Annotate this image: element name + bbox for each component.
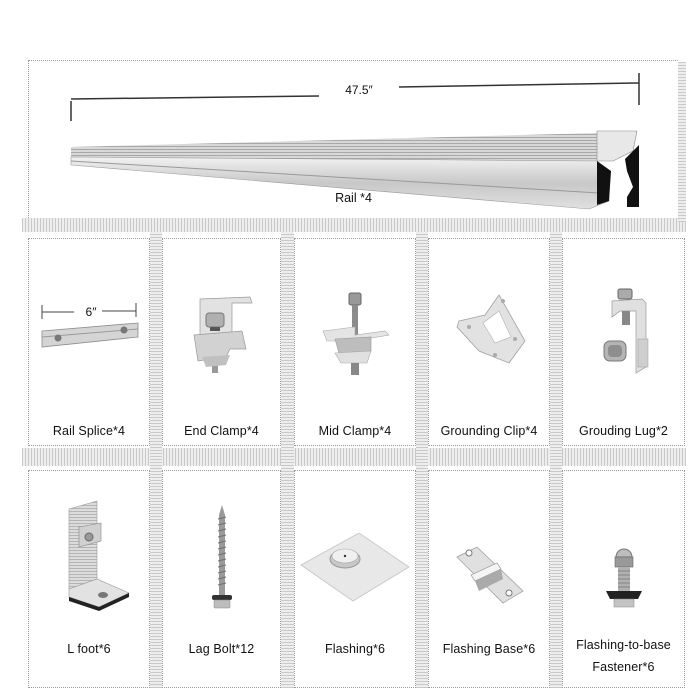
item-card-mid-clamp: Mid Clamp*4 [294, 238, 416, 446]
item-card-flashing: Flashing*6 [294, 470, 416, 688]
separator-band [22, 448, 686, 466]
item-label: Flashing-to-base [576, 638, 671, 652]
mid-clamp-icon [322, 292, 390, 375]
item-card-end-clamp: End Clamp*4 [162, 238, 281, 446]
item-label: Flashing*6 [324, 642, 386, 656]
item-card-grounding-clip: Grounding Clip*4 [428, 238, 550, 446]
flashing-base-icon [456, 546, 524, 604]
item-label: Lag Bolt*12 [188, 642, 255, 656]
item-label-line2: Fastener*6 [592, 660, 655, 674]
flashing-icon [300, 533, 410, 602]
item-label: Rail Splice*4 [52, 424, 126, 438]
dimension-line-icon [70, 73, 640, 121]
item-card-grounding-lug: Grouding Lug*2 [562, 238, 685, 446]
rail-label: Rail *4 [335, 191, 372, 205]
separator-band [22, 218, 686, 232]
rail-panel: 47.5″ Rail *4 [28, 60, 678, 218]
fastener-icon [605, 548, 642, 608]
item-card-rail-splice: 6″ Rail Splice*4 [28, 238, 150, 446]
item-label: Grounding Clip*4 [440, 424, 538, 438]
item-label: Mid Clamp*4 [318, 424, 392, 438]
item-label: L foot*6 [67, 642, 111, 656]
item-label: Flashing Base*6 [442, 642, 536, 656]
l-foot-icon [68, 500, 130, 611]
rail-dimension-label: 47.5″ [345, 83, 373, 97]
separator-band [416, 232, 428, 688]
separator-band [678, 62, 686, 222]
separator-band [281, 232, 294, 688]
item-label: End Clamp*4 [184, 424, 259, 438]
separator-band [550, 232, 562, 688]
lag-bolt-icon [211, 505, 232, 609]
item-card-l-foot: L foot*6 [28, 470, 150, 688]
rail-splice-dimension-label: 6″ [85, 305, 97, 319]
item-label: Grouding Lug*2 [579, 424, 668, 438]
rail-splice-icon [41, 303, 139, 348]
grounding-clip-icon [456, 294, 526, 364]
end-clamp-icon [193, 296, 252, 373]
aluminum-rail-icon [70, 130, 639, 210]
grounding-lug-icon [603, 288, 648, 374]
separator-band [150, 232, 162, 688]
item-card-fastener: Flashing-to-base Fastener*6 [562, 470, 685, 688]
item-card-lag-bolt: Lag Bolt*12 [162, 470, 281, 688]
item-card-flashing-base: Flashing Base*6 [428, 470, 550, 688]
